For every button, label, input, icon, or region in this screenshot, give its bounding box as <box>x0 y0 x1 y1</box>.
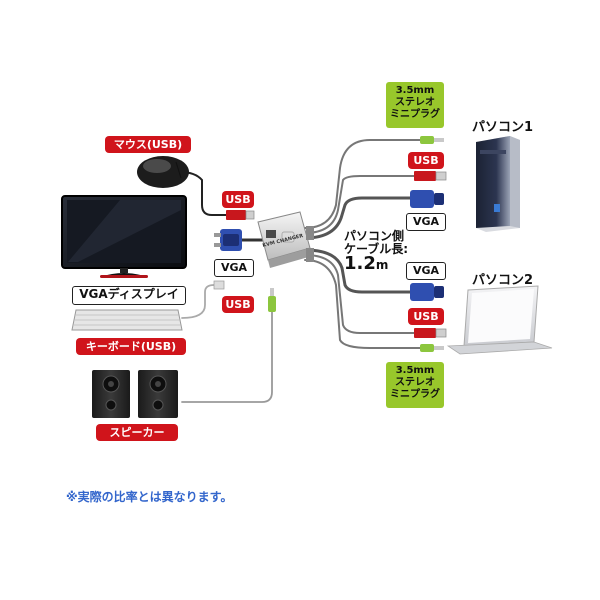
vga-plug-pc2 <box>410 283 444 301</box>
mouse-label: マウス(USB) <box>105 136 191 153</box>
pc2-cable-bundle-2 <box>304 254 421 334</box>
audio-label-pc2-line3: ミニプラグ <box>390 389 440 400</box>
audio-plug-pc2 <box>420 344 444 352</box>
speaker-label: スピーカー <box>96 424 178 441</box>
cable-length-value: 1.2 <box>344 253 376 274</box>
usb-label-keyboard: USB <box>222 296 254 313</box>
keyboard-cable <box>181 284 223 319</box>
vga-label-pc2: VGA <box>406 262 446 280</box>
audio-label-pc1-line2: ステレオ <box>395 97 435 108</box>
audio-label-pc1-line3: ミニプラグ <box>390 109 440 120</box>
speaker-cable <box>181 311 273 403</box>
usb-label-pc1: USB <box>408 152 444 169</box>
mouse-cable <box>179 171 249 216</box>
audio-label-pc2-line1: 3.5mm <box>395 365 435 376</box>
audio-plug-pc1 <box>420 136 444 144</box>
pc2-cable-bundle-1 <box>303 248 414 294</box>
pc2-laptop <box>446 285 553 355</box>
vga-display-label: VGAディスプレイ <box>72 286 186 305</box>
pc1-cable-bundle-3 <box>303 196 414 240</box>
cable-length-unit: m <box>375 258 389 272</box>
disclaimer-note: ※実際の比率とは異なります。 <box>66 490 233 504</box>
usb-label-mouse: USB <box>222 191 254 208</box>
speaker-right <box>138 370 178 418</box>
cable-length-line2: ケーブル長: <box>344 242 409 256</box>
cable-length-line1: パソコン側 <box>344 229 405 243</box>
pc1-cable-bundle-2 <box>304 175 421 234</box>
speaker-left <box>92 370 130 418</box>
audio-label-pc1-line1: 3.5mm <box>395 85 435 96</box>
pc2-label: パソコン2 <box>472 273 534 288</box>
keyboard-label: キーボード(USB) <box>76 338 186 355</box>
audio-plug-speaker <box>268 288 276 312</box>
keyboard <box>71 309 183 331</box>
audio-label-pc1: 3.5mm ステレオ ミニプラグ <box>386 82 444 128</box>
pc2-cable-bundle-3 <box>304 259 426 349</box>
monitor <box>61 195 187 278</box>
mouse <box>137 156 189 188</box>
usb-plug-pc2 <box>414 328 447 338</box>
kvm-switch-cable-ends <box>306 226 314 262</box>
usb-plug-keyboard <box>213 280 225 290</box>
usb-plug-pc1 <box>414 171 447 181</box>
usb-label-pc2: USB <box>408 308 444 325</box>
pc1-label: パソコン1 <box>472 120 534 135</box>
audio-label-pc2: 3.5mm ステレオ ミニプラグ <box>386 362 444 408</box>
vga-plug-pc1 <box>410 190 444 208</box>
vga-plug-monitor <box>214 229 242 251</box>
usb-plug-mouse <box>226 210 255 220</box>
pc1-tower <box>476 136 520 232</box>
vga-label-pc1: VGA <box>406 213 446 231</box>
vga-label-monitor: VGA <box>214 259 254 277</box>
cable-length-note: パソコン側 ケーブル長: 1.2m <box>344 229 409 273</box>
audio-label-pc2-line2: ステレオ <box>395 377 435 388</box>
cable-length-value-row: 1.2m <box>344 255 408 273</box>
pc1-cable-bundle-1 <box>304 139 426 229</box>
kvm-switch <box>257 211 312 268</box>
cables <box>179 139 426 403</box>
